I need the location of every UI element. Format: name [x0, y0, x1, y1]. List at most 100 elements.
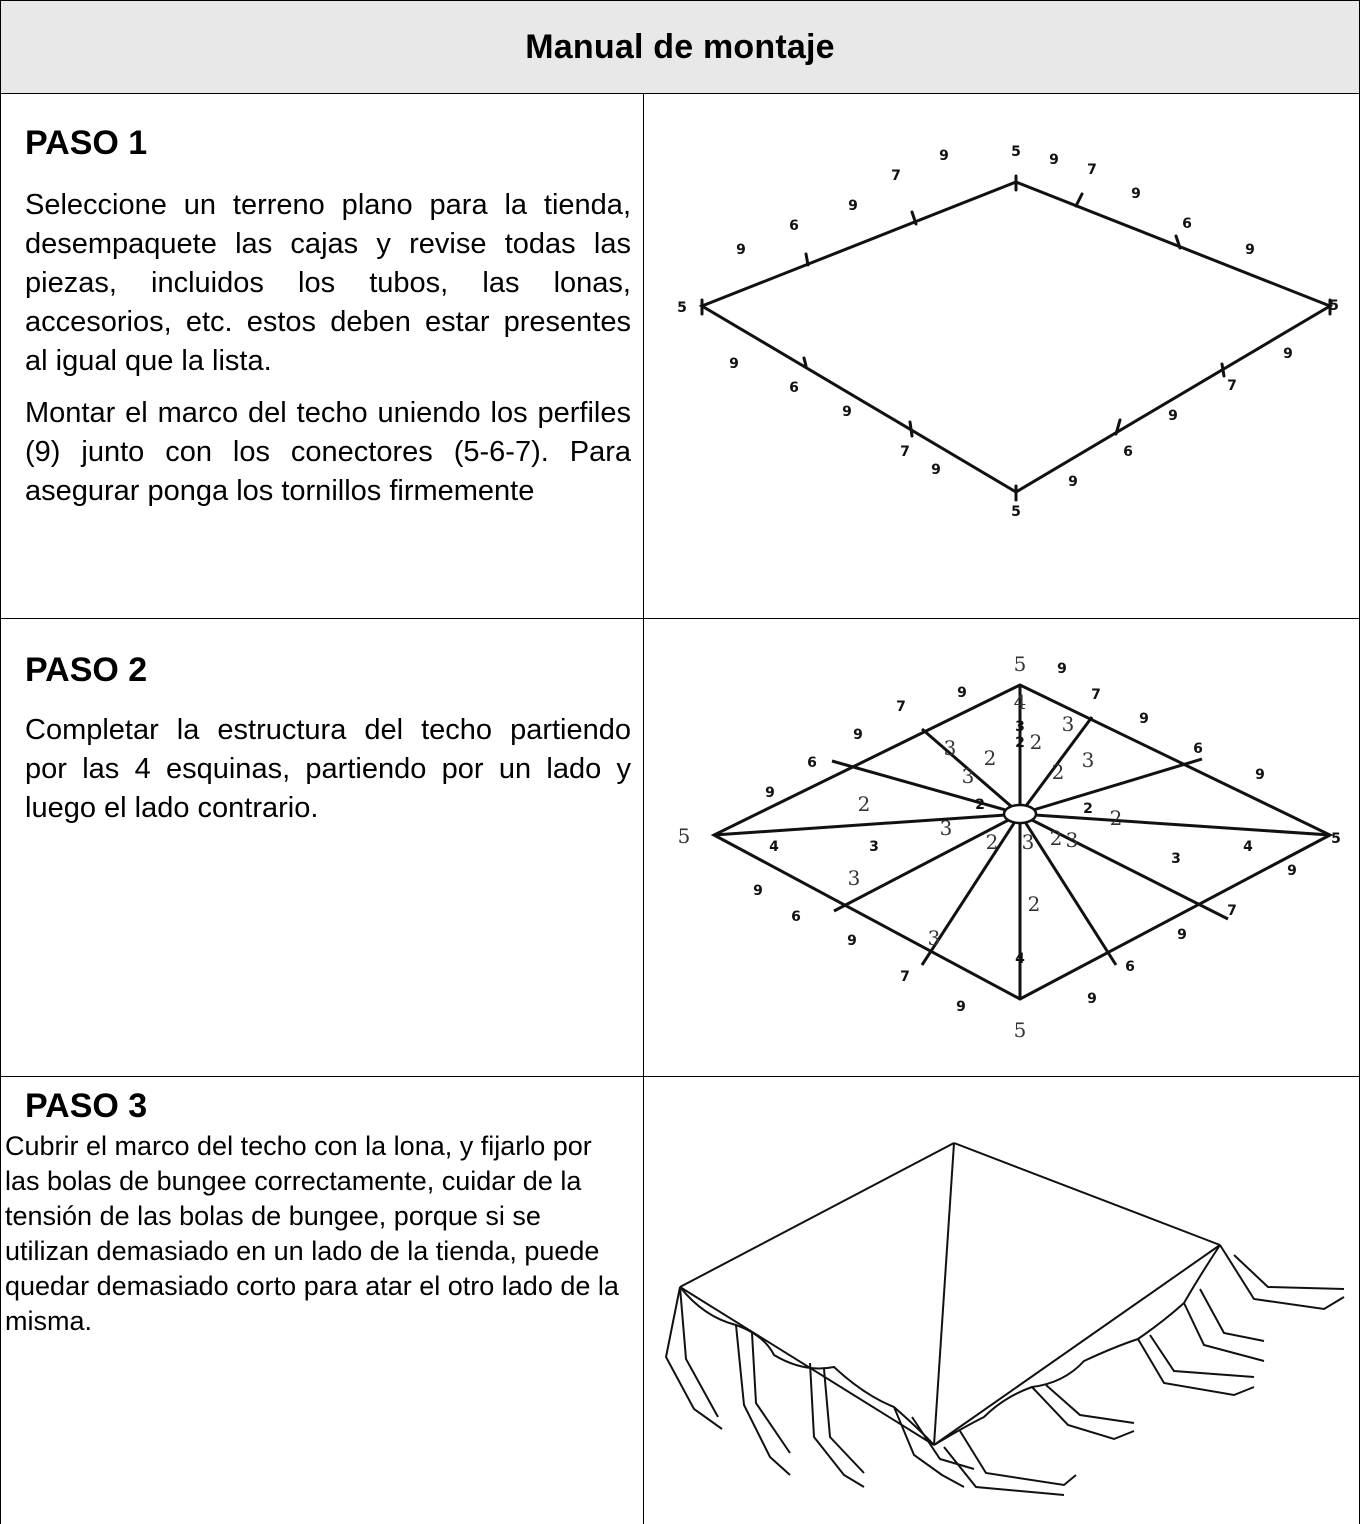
- frame-part-label: 9: [931, 462, 941, 478]
- structure-part-label: 2: [1015, 735, 1025, 751]
- structure-part-label: 3: [1022, 830, 1035, 854]
- frame-part-label: 6: [1182, 216, 1192, 232]
- frame-part-label: 9: [842, 404, 852, 420]
- structure-part-label: 9: [957, 685, 967, 701]
- structure-part-label: 2: [984, 746, 997, 770]
- step-3-text-cell: PASO 3 Cubrir el marco del techo con la …: [0, 1077, 644, 1524]
- structure-part-label: 3: [962, 764, 975, 788]
- roof-tube-line: [831, 759, 1021, 816]
- structure-part-label: 3: [869, 839, 879, 855]
- structure-part-label: 3: [1062, 712, 1075, 736]
- structure-part-label: 9: [1057, 661, 1067, 677]
- frame-part-label: 9: [939, 148, 949, 164]
- step-1-paragraph-1: Seleccione un terreno plano para la tien…: [25, 189, 631, 377]
- structure-part-label: 2: [1083, 801, 1093, 817]
- structure-part-label: 9: [1177, 927, 1187, 943]
- frame-part-label: 7: [900, 444, 910, 460]
- roof-tube-line: [1019, 812, 1331, 837]
- structure-part-label: 5: [1331, 831, 1341, 847]
- frame-part-label: 9: [729, 356, 739, 372]
- roof-tube-line: [921, 727, 1021, 816]
- structure-part-label: 9: [847, 933, 857, 949]
- step-1-paragraph-2: Montar el marco del techo uniendo los pe…: [25, 397, 631, 507]
- frame-part-label: 9: [1283, 346, 1293, 362]
- structure-part-label: 2: [1110, 806, 1123, 830]
- structure-part-label: 9: [765, 785, 775, 801]
- structure-part-label: 9: [1139, 711, 1149, 727]
- structure-part-label: 3: [1066, 828, 1079, 852]
- structure-part-label: 3: [940, 816, 953, 840]
- step-1-title: PASO 1: [25, 124, 148, 162]
- roof-tube-line: [1018, 813, 1118, 966]
- step-3-paragraph-1: Cubrir el marco del techo con la lona, y…: [5, 1131, 619, 1336]
- frame-part-label: 9: [1068, 474, 1078, 490]
- structure-part-label: 9: [956, 999, 966, 1015]
- step-3-row: PASO 3 Cubrir el marco del techo con la …: [0, 1076, 1360, 1524]
- structure-part-label: 9: [1087, 991, 1097, 1007]
- step-2-text-cell: PASO 2 Completar la estructura del techo…: [0, 619, 644, 1077]
- frame-part-label: 7: [1227, 378, 1237, 394]
- structure-part-label: 2: [986, 830, 999, 854]
- frame-part-label: 9: [1049, 152, 1059, 168]
- step-3-figure-cell: [644, 1077, 1360, 1524]
- structure-part-label: 2: [1030, 730, 1043, 754]
- structure-part-label: 7: [900, 969, 910, 985]
- manual-header: Manual de montaje: [0, 0, 1360, 93]
- structure-part-label: 2: [1052, 760, 1065, 784]
- frame-part-label: 6: [1123, 444, 1133, 460]
- structure-part-label: 3: [848, 866, 861, 890]
- structure-part-label: 9: [853, 727, 863, 743]
- step-1-text-cell: PASO 1 Seleccione un terreno plano para …: [0, 94, 644, 619]
- structure-part-label: 7: [896, 699, 906, 715]
- structure-part-label: 6: [1125, 959, 1135, 975]
- structure-part-label: 3: [1171, 851, 1181, 867]
- roof-tube-line: [833, 812, 1021, 913]
- structure-part-label: 5: [678, 824, 691, 848]
- structure-part-label: 4: [1015, 951, 1025, 967]
- step-2-paragraph-1: Completar la estructura del techo partie…: [25, 714, 631, 824]
- frame-part-label: 5: [1011, 144, 1021, 160]
- structure-part-label: 9: [753, 883, 763, 899]
- structure-part-label: 2: [1050, 826, 1063, 850]
- frame-part-label: 5: [677, 300, 687, 316]
- manual-title: Manual de montaje: [525, 27, 835, 66]
- structure-part-label: 6: [791, 909, 801, 925]
- frame-part-label: 6: [789, 218, 799, 234]
- roof-tube-line: [713, 812, 1021, 837]
- structure-part-label: 9: [1287, 863, 1297, 879]
- structure-part-label: 5: [1014, 652, 1027, 676]
- structure-part-label: 2: [975, 797, 985, 813]
- frame-part-label: 9: [1131, 186, 1141, 202]
- structure-part-label: 3: [1082, 748, 1095, 772]
- step-3-title: PASO 3: [25, 1087, 148, 1125]
- frame-part-label: 6: [789, 380, 799, 396]
- frame-part-label: 7: [891, 168, 901, 184]
- frame-part-label: 9: [736, 242, 746, 258]
- structure-part-label: 2: [858, 792, 871, 816]
- roof-tube-line: [1018, 716, 1094, 815]
- structure-part-label: 6: [807, 755, 817, 771]
- roof-tube-line: [1019, 757, 1203, 816]
- structure-part-label: 7: [1091, 687, 1101, 703]
- frame-part-label: 5: [1011, 504, 1021, 520]
- structure-part-label: 3: [944, 736, 957, 760]
- structure-part-label: 4: [1243, 839, 1253, 855]
- step-2-title: PASO 2: [25, 651, 148, 689]
- frame-part-label: 7: [1087, 162, 1097, 178]
- structure-part-label: 6: [1193, 741, 1203, 757]
- roof-tube-line: [1019, 812, 1229, 921]
- structure-part-label: 3: [928, 926, 941, 950]
- structure-part-label: 3: [1015, 719, 1025, 735]
- roof-tube-line: [920, 813, 1022, 966]
- structure-part-label: 4: [769, 839, 779, 855]
- structure-part-label: 4: [1014, 690, 1027, 714]
- structure-part-label: 2: [1028, 892, 1041, 916]
- frame-part-label: 9: [848, 198, 858, 214]
- frame-part-label: 9: [1245, 242, 1255, 258]
- step-1-row: PASO 1 Seleccione un terreno plano para …: [0, 93, 1360, 619]
- frame-part-label: 5: [1329, 298, 1339, 314]
